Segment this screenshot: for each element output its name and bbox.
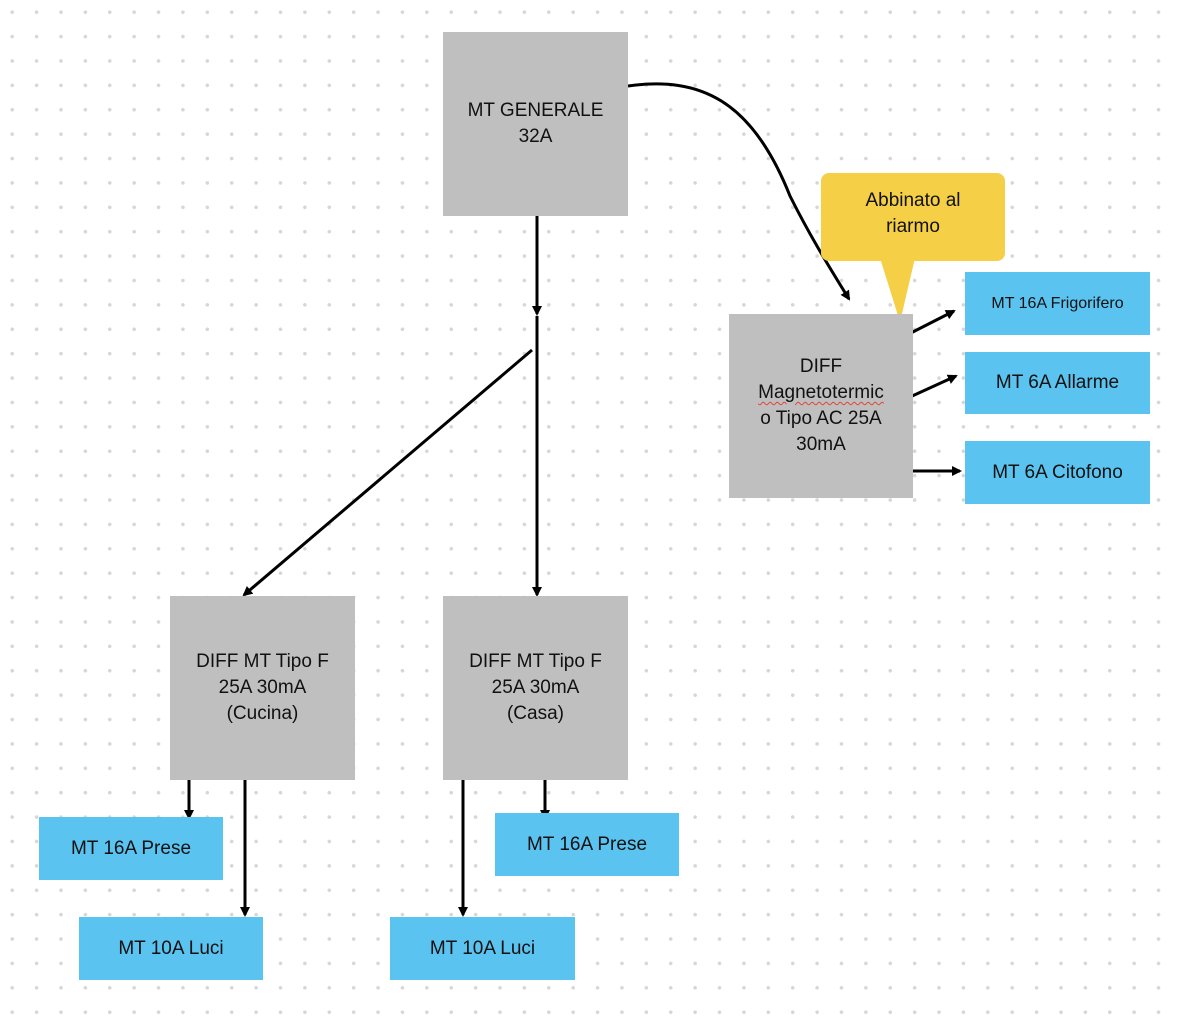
node-diff-ac-line-2: Magnetotermic [758,382,884,403]
connector-main-to-diff-ac [627,82,851,301]
connector-junction-to-cucina [242,348,533,597]
node-diff-ac-line-1: DIFF [799,356,843,377]
node-casa-mt-16a-prese[interactable]: MT 16A Prese [495,813,679,876]
node-mt-16a-frigorifero[interactable]: MT 16A Frigorifero [965,272,1150,335]
node-diff-casa[interactable]: DIFF MT Tipo F 25A 30mA (Casa) [443,596,628,780]
node-diff-magnetotermico-ac[interactable]: DIFF Magnetotermic o Tipo AC 25A 30mA [729,314,913,498]
node-mt-6a-citofono[interactable]: MT 6A Citofono [965,441,1150,504]
node-diff-ac-line-3: o Tipo AC 25A [760,408,882,429]
node-mt-6a-allarme[interactable]: MT 6A Allarme [965,352,1150,414]
note-callout-tail [880,258,915,322]
node-diff-cucina[interactable]: DIFF MT Tipo F 25A 30mA (Cucina) [170,596,355,780]
node-casa-mt-10a-luci[interactable]: MT 10A Luci [390,917,575,980]
node-mt-generale[interactable]: MT GENERALE 32A [443,32,628,216]
node-cucina-mt-10a-luci[interactable]: MT 10A Luci [79,917,263,980]
node-cucina-mt-16a-prese[interactable]: MT 16A Prese [39,817,223,880]
note-abbinato-al-riarmo[interactable]: Abbinato al riarmo [821,173,1005,261]
connector-diff-ac-to-allarme [909,374,958,399]
node-diff-ac-line-4: 30mA [796,434,846,455]
